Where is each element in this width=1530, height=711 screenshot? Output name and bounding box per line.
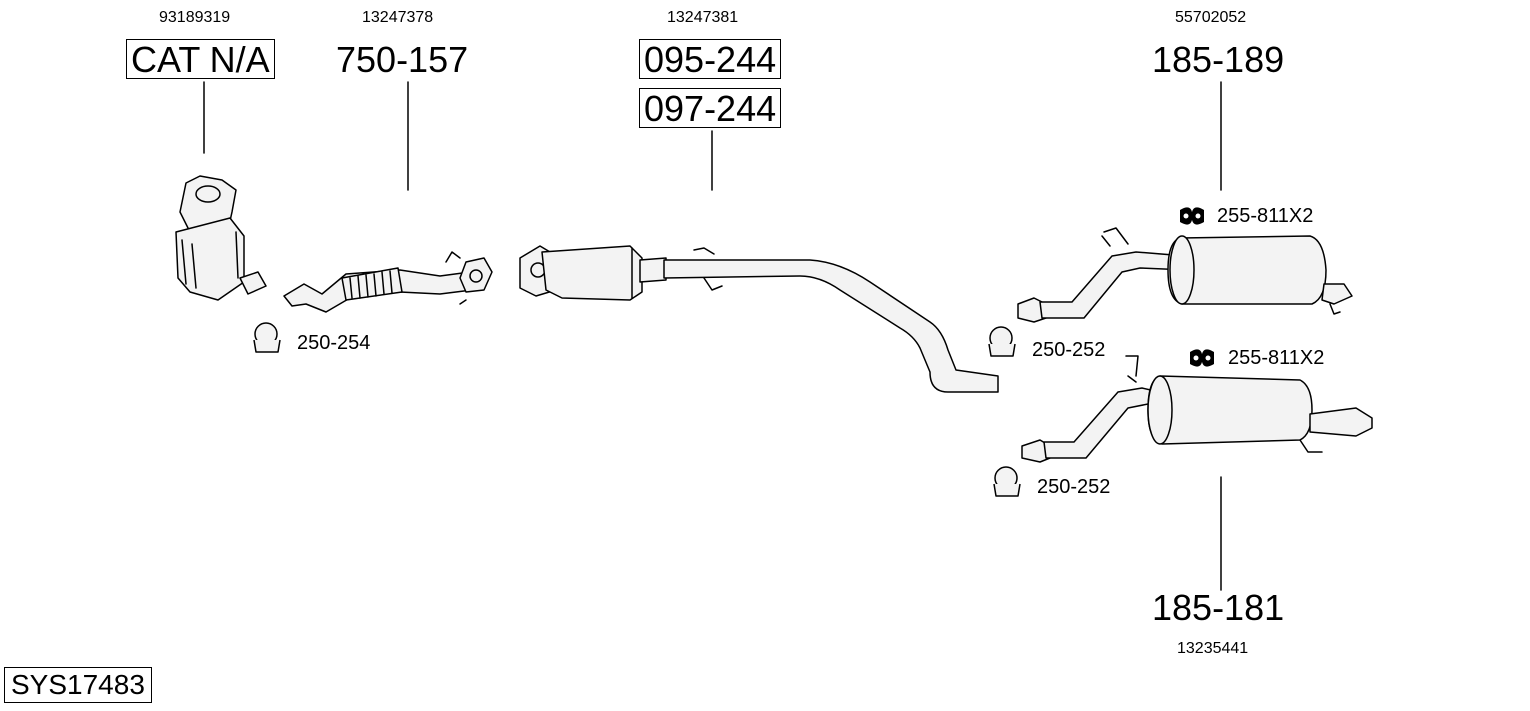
clamp-icon-250-252-upper <box>988 326 1016 357</box>
rear-silencer-upper-part <box>1017 227 1353 323</box>
rubber-mount-icon-upper <box>1180 207 1204 225</box>
catalyst-part <box>175 175 267 301</box>
code-middle-2: 097-244 <box>639 88 782 129</box>
oe-number-catalyst: 93189319 <box>159 9 231 26</box>
system-id-label: SYS17483 <box>4 667 152 703</box>
code-rear-lower: 185-181 <box>1152 587 1285 628</box>
code-front-pipe: 750-157 <box>336 39 469 80</box>
oe-number-rear-upper: 55702052 <box>1175 9 1247 26</box>
clamp-label-250-252-upper: 250-252 <box>1032 339 1106 361</box>
rubber-mount-icon-lower <box>1190 349 1214 367</box>
clamp-icon-250-254 <box>253 322 281 353</box>
code-rear-upper: 185-189 <box>1152 39 1285 80</box>
middle-pipe-part <box>519 245 999 393</box>
rear-silencer-lower-part <box>1021 355 1373 463</box>
oe-number-front-pipe: 13247378 <box>362 9 434 26</box>
code-catalyst: CAT N/A <box>126 39 275 80</box>
clamp-icon-250-252-lower <box>993 466 1021 497</box>
oe-number-rear-lower: 13235441 <box>1177 640 1249 657</box>
code-middle-1: 095-244 <box>639 39 782 80</box>
mount-label-lower: 255-811X2 <box>1228 347 1325 369</box>
oe-number-middle: 13247381 <box>667 9 739 26</box>
clamp-label-250-252-lower: 250-252 <box>1037 476 1111 498</box>
clamp-label-250-254: 250-254 <box>297 332 371 354</box>
front-pipe-part <box>283 251 493 313</box>
mount-label-upper: 255-811X2 <box>1217 205 1314 227</box>
